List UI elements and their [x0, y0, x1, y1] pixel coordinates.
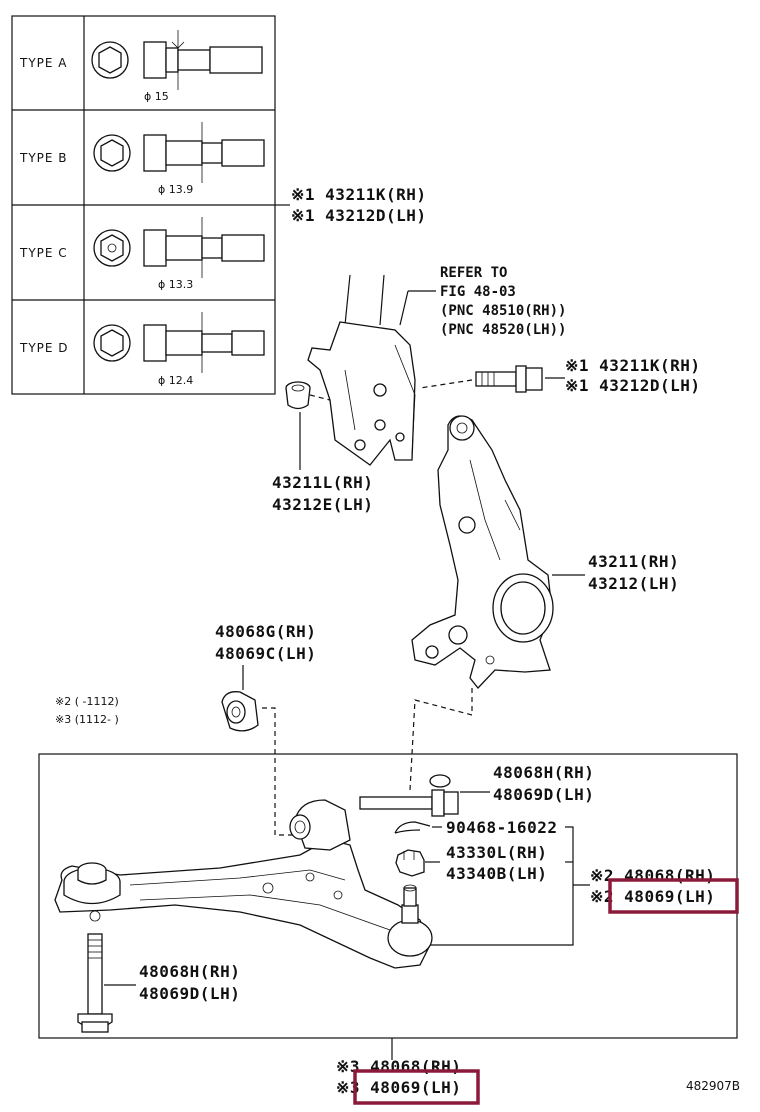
callout-bolt-low-rh: 48068H(RH)	[139, 962, 240, 981]
type-b-label: TYPE B	[19, 151, 68, 165]
bolt-icon-b	[93, 122, 265, 183]
bolt-type-table: TYPE A TYPE B TYPE C TYPE D ϕ 15 ϕ	[11, 15, 276, 395]
callout-arm-right-lh: ※2 48069(LH)	[590, 887, 715, 906]
callout-castle-lh: 43340B(LH)	[446, 864, 547, 883]
bolt-lower-icon	[77, 933, 113, 1033]
callout-bolt-mid-rh: ※1 43211K(RH)	[565, 356, 701, 375]
type-c-label: TYPE C	[19, 246, 68, 260]
bolt-icon-d	[93, 312, 265, 373]
refer-line-1: REFER TO	[440, 265, 507, 281]
refer-line-4: (PNC 48520(LH))	[440, 322, 566, 338]
refer-line-2: FIG 48-03	[440, 284, 516, 300]
note-3: ※3 (1112- )	[55, 713, 119, 726]
bolt-48068h-icon	[359, 774, 459, 817]
cotter-pin-icon	[394, 821, 431, 834]
callout-knuckle-lh: 43212(LH)	[588, 574, 679, 593]
callout-bolt-low-lh: 48069D(LH)	[139, 984, 240, 1003]
refer-line-3: (PNC 48510(RH))	[440, 303, 566, 319]
type-a-dim: ϕ 15	[144, 90, 169, 103]
highlight-arm-bottom	[353, 1069, 480, 1105]
type-d-dim: ϕ 12.4	[158, 374, 193, 387]
callout-bolt-arm-rh: 48068H(RH)	[493, 763, 594, 782]
steering-knuckle	[411, 415, 554, 689]
callout-arm-bottom-lh: ※3 48069(LH)	[336, 1078, 461, 1097]
callout-nut-rh: 43211L(RH)	[272, 473, 373, 492]
callout-bolt-top-lh: ※1 43212D(LH)	[291, 206, 427, 225]
callout-bolt-arm-lh: 48069D(LH)	[493, 785, 594, 804]
callout-bush-lh: 48069C(LH)	[215, 644, 316, 663]
callout-bolt-mid-lh: ※1 43212D(LH)	[565, 376, 701, 395]
callout-bush-rh: 48068G(RH)	[215, 622, 316, 641]
nut-43211l-icon	[285, 381, 311, 410]
callout-nut-lh: 43212E(LH)	[272, 495, 373, 514]
bolt-43211k-icon	[475, 365, 543, 393]
bolt-icon-a	[91, 30, 263, 90]
callout-pin: 90468-16022	[446, 818, 557, 837]
bushing-icon	[221, 691, 259, 732]
type-b-dim: ϕ 13.9	[158, 183, 193, 196]
lower-control-arm	[54, 799, 433, 969]
note-2: ※2 ( -1112)	[55, 695, 119, 708]
callout-castle-rh: 43330L(RH)	[446, 843, 547, 862]
figure-code: 482907B	[686, 1079, 740, 1093]
type-d-label: TYPE D	[19, 341, 69, 355]
castle-nut-icon	[395, 849, 425, 877]
strut-bracket	[307, 274, 416, 466]
type-a-label: TYPE A	[19, 56, 68, 70]
callout-knuckle-rh: 43211(RH)	[588, 552, 679, 571]
highlight-arm-right	[608, 878, 739, 914]
callout-bolt-top-rh: ※1 43211K(RH)	[291, 185, 427, 204]
type-c-dim: ϕ 13.3	[158, 278, 193, 291]
bolt-icon-c	[93, 217, 265, 278]
